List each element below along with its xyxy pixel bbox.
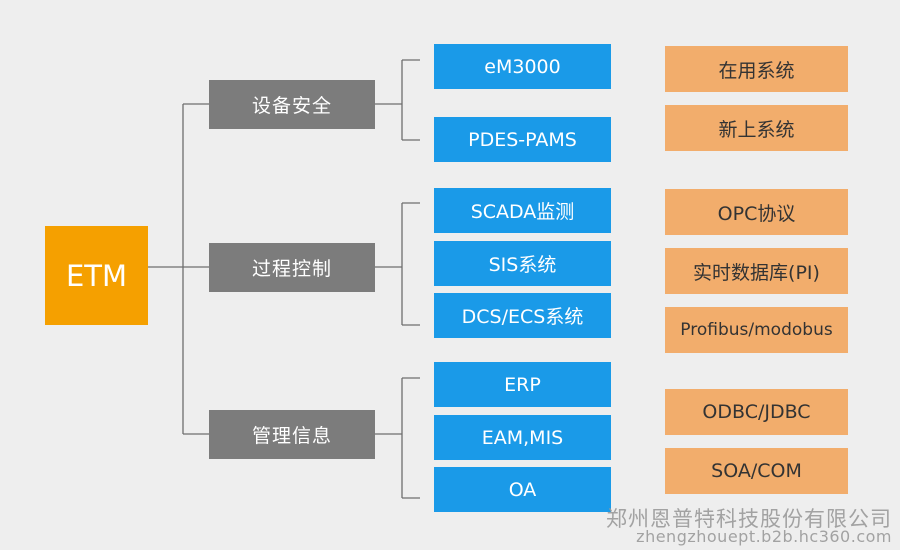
system-sis: SIS系统 bbox=[434, 241, 611, 286]
watermark-url: zhengzhouept.b2b.hc360.com bbox=[636, 527, 892, 546]
system-erp: ERP bbox=[434, 362, 611, 407]
protocol-profibus-modobus: Profibus/modobus bbox=[665, 307, 848, 353]
protocol-opc: OPC协议 bbox=[665, 189, 848, 235]
etm-root-node: ETM bbox=[45, 226, 148, 325]
category-process-control: 过程控制 bbox=[209, 243, 375, 292]
system-eam-mis: EAM,MIS bbox=[434, 415, 611, 460]
category-management-info: 管理信息 bbox=[209, 410, 375, 459]
system-oa: OA bbox=[434, 467, 611, 512]
watermark-company-name: 郑州恩普特科技股份有限公司 bbox=[606, 507, 892, 531]
system-scada: SCADA监测 bbox=[434, 188, 611, 233]
system-em3000: eM3000 bbox=[434, 44, 611, 89]
protocol-odbc-jdbc: ODBC/JDBC bbox=[665, 389, 848, 435]
protocol-new-system: 新上系统 bbox=[665, 105, 848, 151]
system-pdes-pams: PDES-PAMS bbox=[434, 117, 611, 162]
protocol-in-use-system: 在用系统 bbox=[665, 46, 848, 92]
system-dcs-ecs: DCS/ECS系统 bbox=[434, 293, 611, 338]
category-equipment-safety: 设备安全 bbox=[209, 80, 375, 129]
protocol-soa-com: SOA/COM bbox=[665, 448, 848, 494]
protocol-realtime-db-pi: 实时数据库(PI) bbox=[665, 248, 848, 294]
